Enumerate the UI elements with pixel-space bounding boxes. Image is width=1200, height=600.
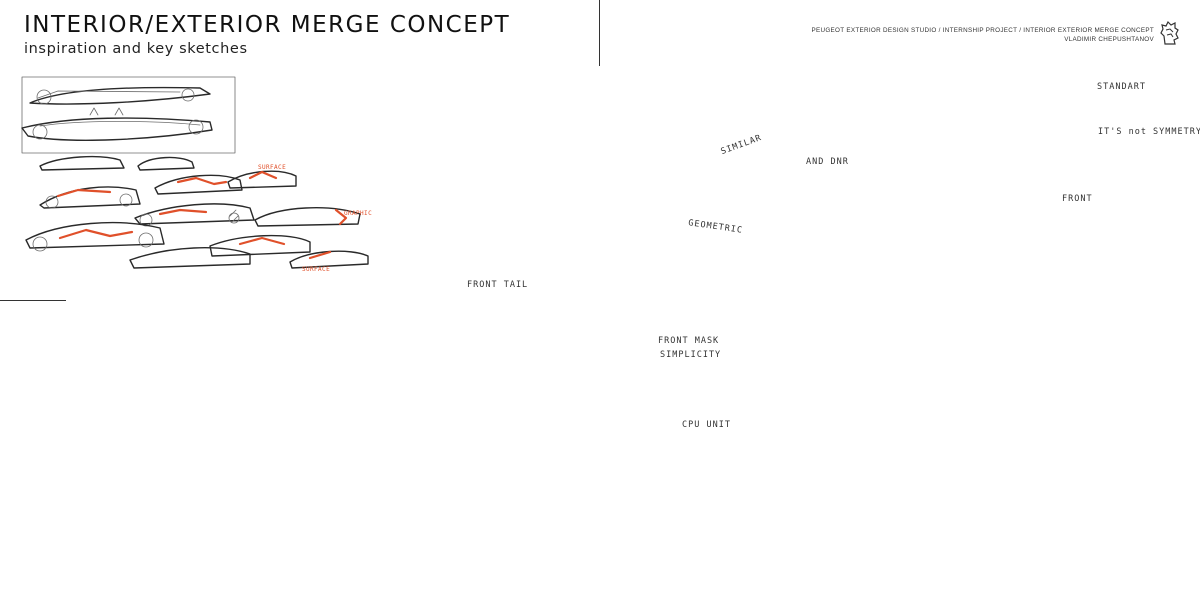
credits-project: PEUGEOT EXTERIOR DESIGN STUDIO / INTERNS… <box>811 27 1154 34</box>
page-subtitle: inspiration and key sketches <box>24 41 248 57</box>
annotation-red-1: SURFACE <box>258 164 287 171</box>
annotation-red-2: GRAPHIC <box>344 210 373 217</box>
credits-author: VLADIMIR CHEPUSHTANOV <box>1064 36 1154 43</box>
lion-logo-icon <box>1160 20 1179 45</box>
annotation-standart: STANDART <box>1097 82 1146 92</box>
credits-block: PEUGEOT EXTERIOR DESIGN STUDIO / INTERNS… <box>812 26 1154 44</box>
annotation-front-mask: FRONT MASK <box>658 336 720 346</box>
annotation-cpu-unit: CPU UNIT <box>682 420 731 430</box>
vertical-divider <box>599 0 600 66</box>
annotation-red-3: SURFACE <box>302 266 331 273</box>
annotation-its-not-symmetry: IT'S not SYMMETRY <box>1098 127 1200 137</box>
annotation-front-tail: FRONT TAIL <box>467 280 529 290</box>
horizontal-divider <box>0 300 66 301</box>
page-title: INTERIOR/EXTERIOR MERGE CONCEPT <box>24 12 511 38</box>
annotation-front: FRONT <box>1062 194 1093 204</box>
small-car-sketches-left <box>25 155 369 269</box>
framed-profile-sketches <box>21 76 236 154</box>
annotation-and-dnr: AND DNR <box>806 157 849 167</box>
annotation-simplicity: SIMPLICITY <box>660 350 722 360</box>
